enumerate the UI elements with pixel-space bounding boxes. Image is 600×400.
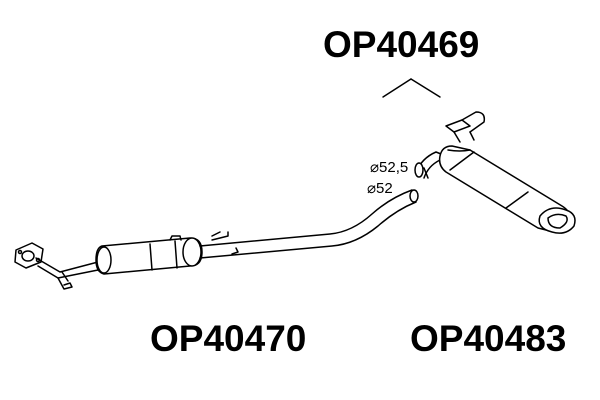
diameter-symbol: ⌀ (370, 159, 380, 176)
part-number-label: OP40483 (410, 318, 567, 359)
part-number-label: OP40470 (150, 318, 307, 359)
diameter-symbol: ⌀ (367, 180, 377, 197)
centre-muffler (95, 235, 203, 275)
front-flange (14, 242, 44, 269)
part-number-label: OP40469 (323, 24, 480, 65)
diameter-dimension: ⌀52,5 (370, 160, 408, 175)
diameter-value: 52,5 (379, 159, 409, 176)
label-leader-lines (382, 78, 441, 98)
front-pipe-section (14, 189, 419, 290)
rear-muffler-section (414, 111, 576, 234)
diameter-dimension: ⌀52 (367, 181, 393, 196)
diameter-value: 52 (376, 180, 393, 197)
